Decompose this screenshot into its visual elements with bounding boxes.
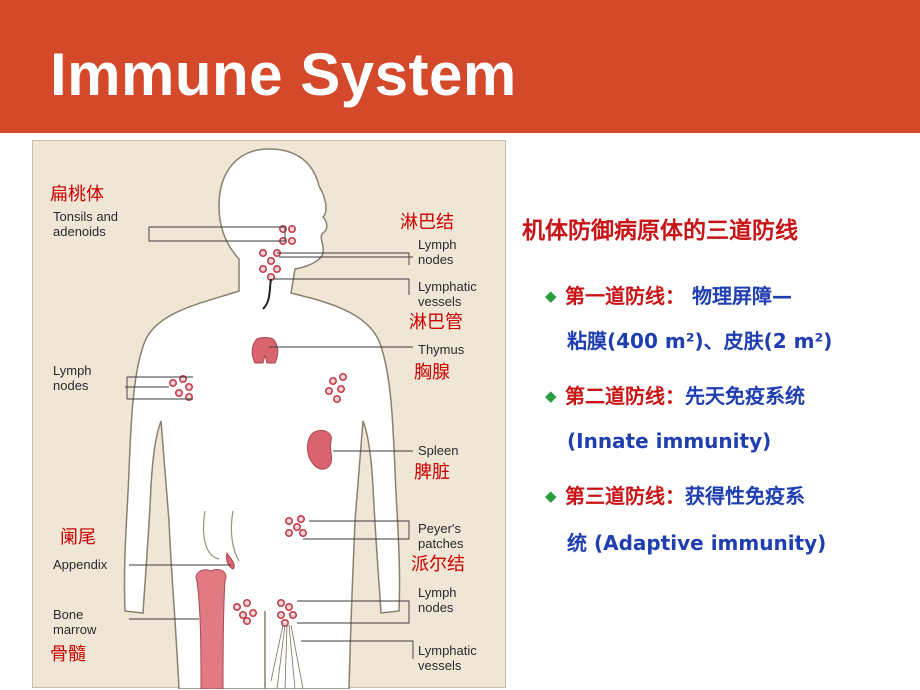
bullet-3b-text: 统 (Adaptive immunity) bbox=[567, 531, 827, 555]
peyers-patches-nodes bbox=[285, 514, 307, 537]
label-spleen-cn: 脾脏 bbox=[414, 462, 450, 483]
bullet-1b-text: 粘膜(400 m²)、皮肤(2 m²) bbox=[567, 329, 833, 353]
label-tonsils-cn: 扁桃体 bbox=[50, 184, 104, 205]
diamond-bullet-icon: ◆ bbox=[545, 287, 557, 305]
label-tonsils-en: Tonsils and adenoids bbox=[53, 209, 119, 239]
diamond-bullet-icon: ◆ bbox=[545, 487, 557, 505]
label-bone-marrow-en: Bone marrow bbox=[53, 607, 97, 637]
bullet-2b-text: (Innate immunity) bbox=[567, 429, 772, 453]
bullet-line-1b: 粘膜(400 m²)、皮肤(2 m²) bbox=[545, 317, 895, 366]
thymus-shape bbox=[251, 337, 279, 364]
leader-lines bbox=[125, 226, 414, 659]
label-appendix-cn: 阑尾 bbox=[60, 527, 96, 548]
label-lymph-nodes-cn: 淋巴结 bbox=[400, 212, 454, 233]
bullet-1-label: 第一道防线： bbox=[565, 284, 685, 308]
label-peyers-en: Peyer's patches bbox=[418, 521, 464, 551]
label-peyers-cn: 派尔结 bbox=[411, 554, 465, 575]
immune-system-figure: Tonsils and adenoids Lymph nodes Lymphat… bbox=[32, 140, 506, 689]
label-lymph-nodes-neck-en: Lymph nodes bbox=[418, 237, 457, 267]
bullet-line-3b: 统 (Adaptive immunity) bbox=[545, 519, 895, 568]
label-lymph-nodes-groin-en: Lymph nodes bbox=[418, 585, 457, 615]
armpit-right-nodes bbox=[324, 373, 347, 404]
appendix-shape bbox=[226, 551, 235, 570]
label-spleen-en: Spleen bbox=[418, 443, 459, 458]
label-thymus-cn: 胸腺 bbox=[414, 362, 450, 383]
body-diagram bbox=[123, 148, 414, 689]
intestine-outline bbox=[202, 510, 240, 562]
defense-lines-title: 机体防御病原体的三道防线 bbox=[522, 218, 798, 244]
bullet-3-text: 获得性免疫系 bbox=[685, 484, 805, 508]
bullet-line-3: ◆ 第三道防线：获得性免疫系 bbox=[545, 472, 895, 521]
diamond-bullet-icon: ◆ bbox=[545, 387, 557, 405]
bullet-2-label: 第二道防线： bbox=[565, 384, 685, 408]
bullet-3-label: 第三道防线： bbox=[565, 484, 685, 508]
bone-marrow-shape bbox=[195, 568, 227, 689]
bullet-1-text: 物理屏障— bbox=[685, 284, 792, 308]
groin-left-nodes bbox=[233, 598, 258, 625]
bullet-line-1: ◆ 第一道防线： 物理屏障— bbox=[545, 272, 895, 321]
label-lymphatic-vessels-cn: 淋巴管 bbox=[409, 312, 463, 333]
label-lymphatic-vessels-neck-en: Lymphatic vessels bbox=[418, 279, 477, 309]
leg-lymphatic-vessels bbox=[270, 624, 304, 689]
groin-right-nodes bbox=[277, 598, 297, 627]
label-thymus-en: Thymus bbox=[418, 342, 465, 357]
body-silhouette bbox=[123, 148, 401, 689]
label-bone-marrow-cn: 骨髓 bbox=[50, 644, 86, 665]
label-lymphatic-vessels-leg-en: Lymphatic vessels bbox=[418, 643, 477, 673]
slide-title: Immune System bbox=[50, 41, 517, 108]
neck-lymphatic-vessel bbox=[262, 278, 272, 310]
bullet-line-2b: (Innate immunity) bbox=[545, 417, 895, 466]
bullet-line-2: ◆ 第二道防线：先天免疫系统 bbox=[545, 372, 895, 421]
bullet-2-text: 先天免疫系统 bbox=[685, 384, 805, 408]
slide-header: Immune System bbox=[0, 0, 920, 133]
spleen-shape bbox=[306, 430, 333, 470]
label-lymph-nodes-arm-en: Lymph nodes bbox=[53, 363, 92, 393]
label-appendix-en: Appendix bbox=[53, 557, 108, 572]
